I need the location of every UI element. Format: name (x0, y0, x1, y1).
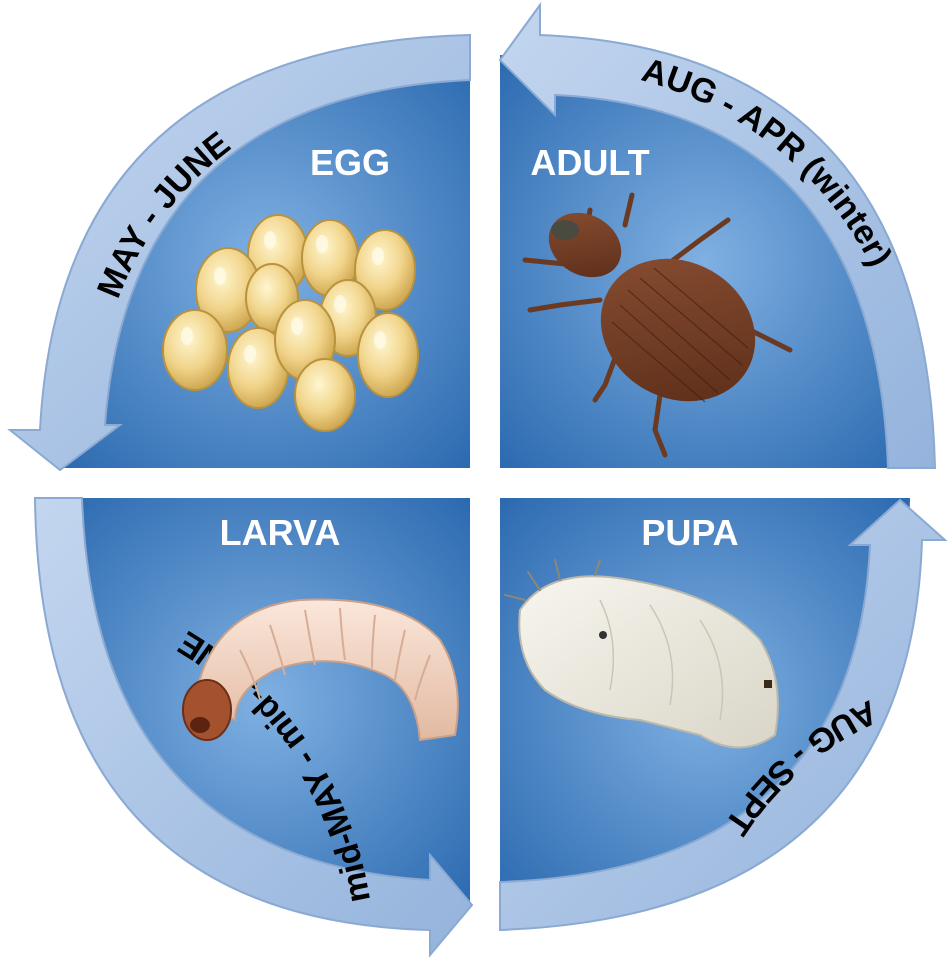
pupa-label: PUPA (641, 512, 738, 553)
larva-label: LARVA (220, 512, 341, 553)
egg-label: EGG (310, 142, 390, 183)
adult-label: ADULT (530, 142, 649, 183)
